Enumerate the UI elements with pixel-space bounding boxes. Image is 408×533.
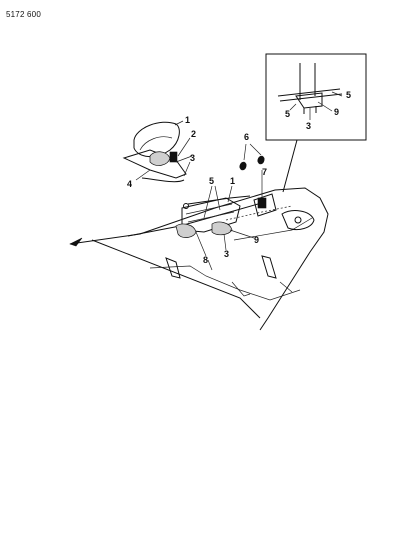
lever-fastener (169, 151, 178, 163)
leader-1-mid (227, 185, 233, 203)
cable-system (127, 143, 293, 257)
callout-7: 7 (262, 167, 268, 177)
lever-handle-contour (139, 136, 173, 151)
floor-pan-rib-2 (279, 281, 293, 293)
detail-inset (265, 53, 367, 141)
floor-pan-rail-left (165, 257, 181, 279)
leader-1-top (174, 120, 184, 126)
lever-front-cable (141, 177, 185, 183)
callout-1-mid: 1 (230, 176, 236, 186)
callout-3-low: 3 (224, 249, 230, 259)
inset-clip (295, 92, 323, 109)
floor-pan-rib-1 (231, 281, 251, 297)
leader-9 (229, 229, 255, 239)
callout-9: 9 (254, 235, 260, 245)
equalizer-rib-1 (185, 203, 233, 215)
lever-fastener-shaft (175, 155, 193, 163)
inset-pointer-line (282, 139, 298, 193)
inset-cable-upper (277, 88, 341, 97)
callout-2: 2 (191, 129, 197, 139)
lever-mechanism (149, 151, 171, 166)
leader-3-low (223, 233, 227, 251)
nut-left (239, 161, 247, 171)
floor-pan-sill (91, 239, 261, 319)
floor-pan-drain-hole (294, 216, 302, 224)
callout-1-top: 1 (185, 115, 191, 125)
inset-leader-9 (317, 101, 333, 112)
brake-lever-assembly (122, 120, 193, 183)
front-cable (187, 195, 251, 205)
cable-guide (211, 221, 233, 236)
leader-5 (203, 185, 221, 219)
inset-frame (265, 53, 367, 141)
leader-3-left (183, 161, 191, 177)
callout-8: 8 (203, 255, 209, 265)
cable-end-front (183, 203, 189, 209)
leader-8 (195, 231, 207, 257)
floor-pan-rear-crossmember (149, 265, 301, 301)
diagram-code: 5172 600 (6, 10, 41, 19)
floor-pan-front-tip (69, 237, 83, 247)
callout-inset-5b: 5 (285, 109, 291, 119)
floor-pan-rib-3 (207, 259, 213, 271)
lever-handle (133, 121, 180, 157)
rear-cable-left (127, 203, 259, 237)
callout-inset-5a: 5 (346, 90, 352, 100)
leader-6 (243, 143, 262, 161)
equalizer-body (175, 223, 197, 238)
rear-bracket (253, 193, 277, 217)
inset-leader-5a (331, 91, 343, 97)
floor-pan-wheel-well (281, 210, 315, 231)
floor-pan-tunnel-edge (233, 217, 313, 241)
leader-4 (135, 169, 151, 181)
equalizer-rib-2 (187, 211, 235, 223)
nut-right (257, 155, 265, 165)
callout-inset-9: 9 (334, 107, 340, 117)
inset-cable-lower (279, 93, 343, 102)
rear-bracket-clip (257, 197, 267, 209)
inset-leader-5b (289, 103, 297, 111)
callout-inset-3: 3 (306, 121, 312, 131)
inset-clip-legs (303, 106, 317, 114)
rear-cable-right (225, 205, 293, 221)
leader-2 (177, 137, 191, 157)
callout-6: 6 (244, 132, 250, 142)
callout-4: 4 (127, 179, 133, 189)
floor-pan-rail-right (261, 255, 277, 279)
callout-3-left: 3 (190, 153, 196, 163)
callout-5: 5 (209, 176, 215, 186)
floor-pan (69, 187, 329, 331)
floor-pan-outer-edge (69, 187, 329, 331)
